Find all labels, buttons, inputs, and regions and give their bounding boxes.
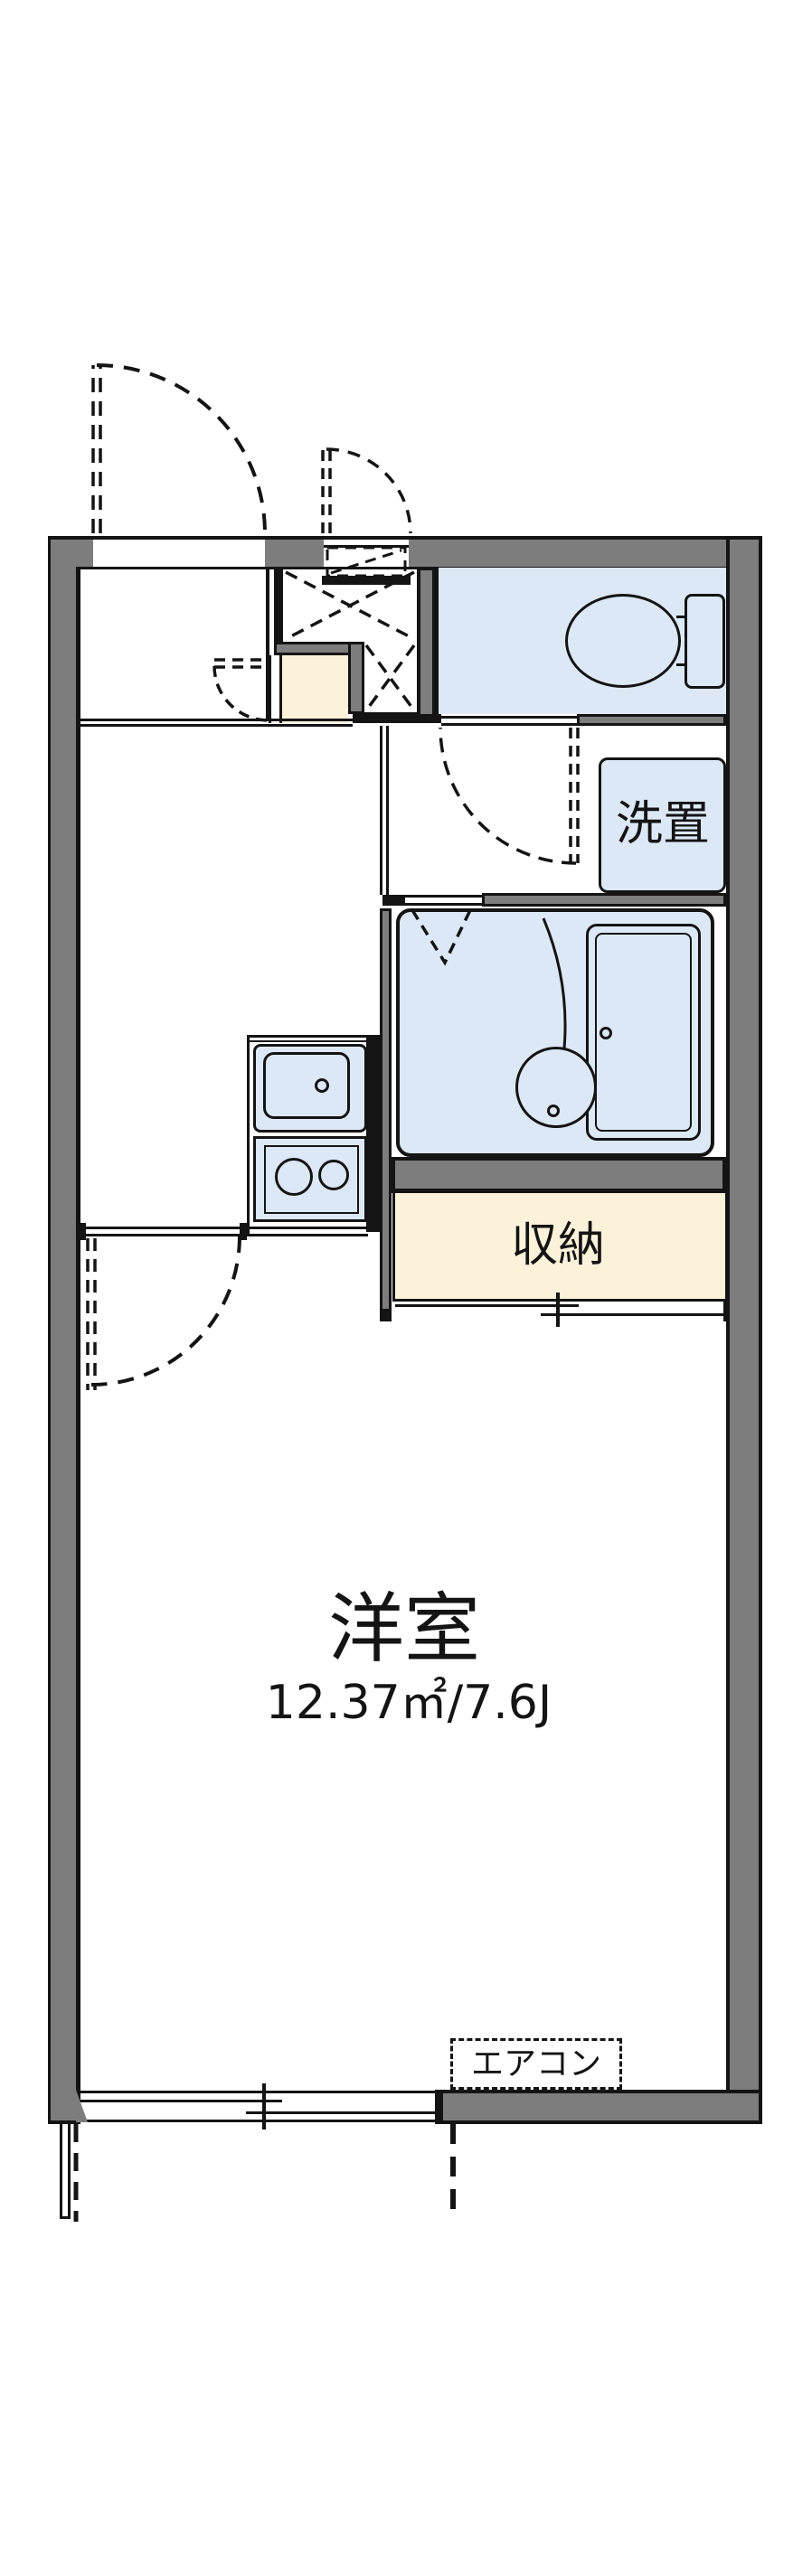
room-doorway-jamb-left xyxy=(79,1223,86,1240)
hall-right-border-line xyxy=(266,569,269,719)
right-wall xyxy=(730,540,759,2120)
toilet-bottom-wall xyxy=(580,717,723,723)
hall-bottom-line-2 xyxy=(80,724,353,727)
room-door-swing-arc xyxy=(90,1236,241,1387)
genkan-side-wall xyxy=(351,644,362,711)
washer-box xyxy=(599,757,726,893)
toilet-joint-line-2 xyxy=(676,663,687,666)
kitchen-sink-bowl xyxy=(263,1052,350,1119)
kitchen-stove-frame xyxy=(264,1145,359,1214)
stove-burner-left xyxy=(275,1158,313,1196)
bath-bottom-wall xyxy=(395,1161,722,1189)
bathtub-inner-rim xyxy=(595,933,692,1132)
shoe-cabinet-dashed-box xyxy=(326,546,407,578)
bottom-wall xyxy=(443,2093,759,2120)
washroom-door-swing-arc xyxy=(439,727,577,865)
bathtub-knob xyxy=(600,1027,612,1039)
washroom-doorway-line-1 xyxy=(441,716,577,719)
toilet-bottom-wall-left xyxy=(417,714,441,723)
shoe-cabinet-base-bar xyxy=(322,576,411,585)
storage-floor xyxy=(395,1193,725,1299)
left-wall-bevel xyxy=(76,2090,88,2122)
corridor-partition-line-2 xyxy=(386,726,389,895)
room-doorway-jamb-right xyxy=(240,1223,247,1240)
hall-bottom-line-1 xyxy=(80,719,353,721)
genkan-divider-wall xyxy=(274,567,283,644)
genkan-bottom-wall xyxy=(353,712,425,723)
storage-door-frame-line-2 xyxy=(279,655,282,723)
toilet-left-wall xyxy=(420,570,432,719)
room-area-label: 12.37㎡/7.6J xyxy=(265,1676,552,1730)
bath-doorway-line-1 xyxy=(405,895,482,898)
bath-doorway-line-2 xyxy=(405,903,482,906)
washroom-bottom-wall-left xyxy=(382,895,405,906)
kitchen-counter-top-line-1 xyxy=(247,1035,378,1038)
drain-pipe-stub xyxy=(60,2124,71,2219)
service-door-swing-arc xyxy=(326,447,412,534)
storage-door-jamb xyxy=(723,1302,730,1321)
window-outer-line xyxy=(80,2091,435,2093)
kitchen-left-edge-line xyxy=(247,1035,250,1234)
left-wall xyxy=(51,540,76,2120)
kitchen-counter-top-line-2 xyxy=(247,1040,378,1042)
window-end-jamb xyxy=(435,2090,443,2124)
window-center-tick xyxy=(262,2083,266,2129)
window-inner-line xyxy=(80,2120,435,2122)
kitchen-right-edge xyxy=(366,1035,380,1232)
window-sash-line-right xyxy=(246,2111,435,2114)
kitchen-bath-partition xyxy=(382,911,389,1309)
bath-counter-curve xyxy=(542,917,567,1049)
bath-top-wall xyxy=(485,896,723,904)
toilet-bowl xyxy=(565,594,681,688)
storage-slide-door-tick xyxy=(556,1293,560,1327)
storage-label: 収納 xyxy=(510,1218,605,1273)
room-doorway-line-1 xyxy=(80,1227,368,1229)
stove-burner-right xyxy=(318,1160,349,1190)
genkan-x-mark-lower xyxy=(364,644,416,712)
room-doorway-line-2 xyxy=(80,1234,368,1236)
storage-door-frame-line-1 xyxy=(269,655,271,723)
corridor-partition-line-1 xyxy=(380,726,382,895)
entry-door-opening xyxy=(93,540,265,567)
shoe-cabinet-diagonal xyxy=(330,549,402,575)
storage-slide-door-line-2 xyxy=(541,1313,723,1316)
wash-basin-drain xyxy=(547,1105,560,1117)
washer-label: 洗置 xyxy=(615,797,710,851)
aircon-label: エアコン xyxy=(450,2038,622,2090)
hall-storage-door-swing-arc xyxy=(212,665,269,722)
window-sash-line-left xyxy=(80,2100,282,2102)
genkan-x-mark xyxy=(285,570,415,641)
top-left-corner-wall xyxy=(52,540,93,567)
toilet-joint-line-1 xyxy=(676,616,687,618)
toilet-tank xyxy=(685,594,725,689)
entry-door-swing-arc xyxy=(96,363,267,534)
kitchen-sink-drain xyxy=(315,1078,329,1093)
genkan-band-wall xyxy=(277,644,362,653)
genkan-x-mark-lower xyxy=(364,644,416,712)
bath-folding-door xyxy=(411,909,472,966)
storage-slide-door-line-1 xyxy=(395,1304,579,1307)
small-storage-floor xyxy=(282,655,348,723)
room-label: 洋室 xyxy=(327,1584,480,1673)
washroom-doorway-line-2 xyxy=(441,723,577,726)
